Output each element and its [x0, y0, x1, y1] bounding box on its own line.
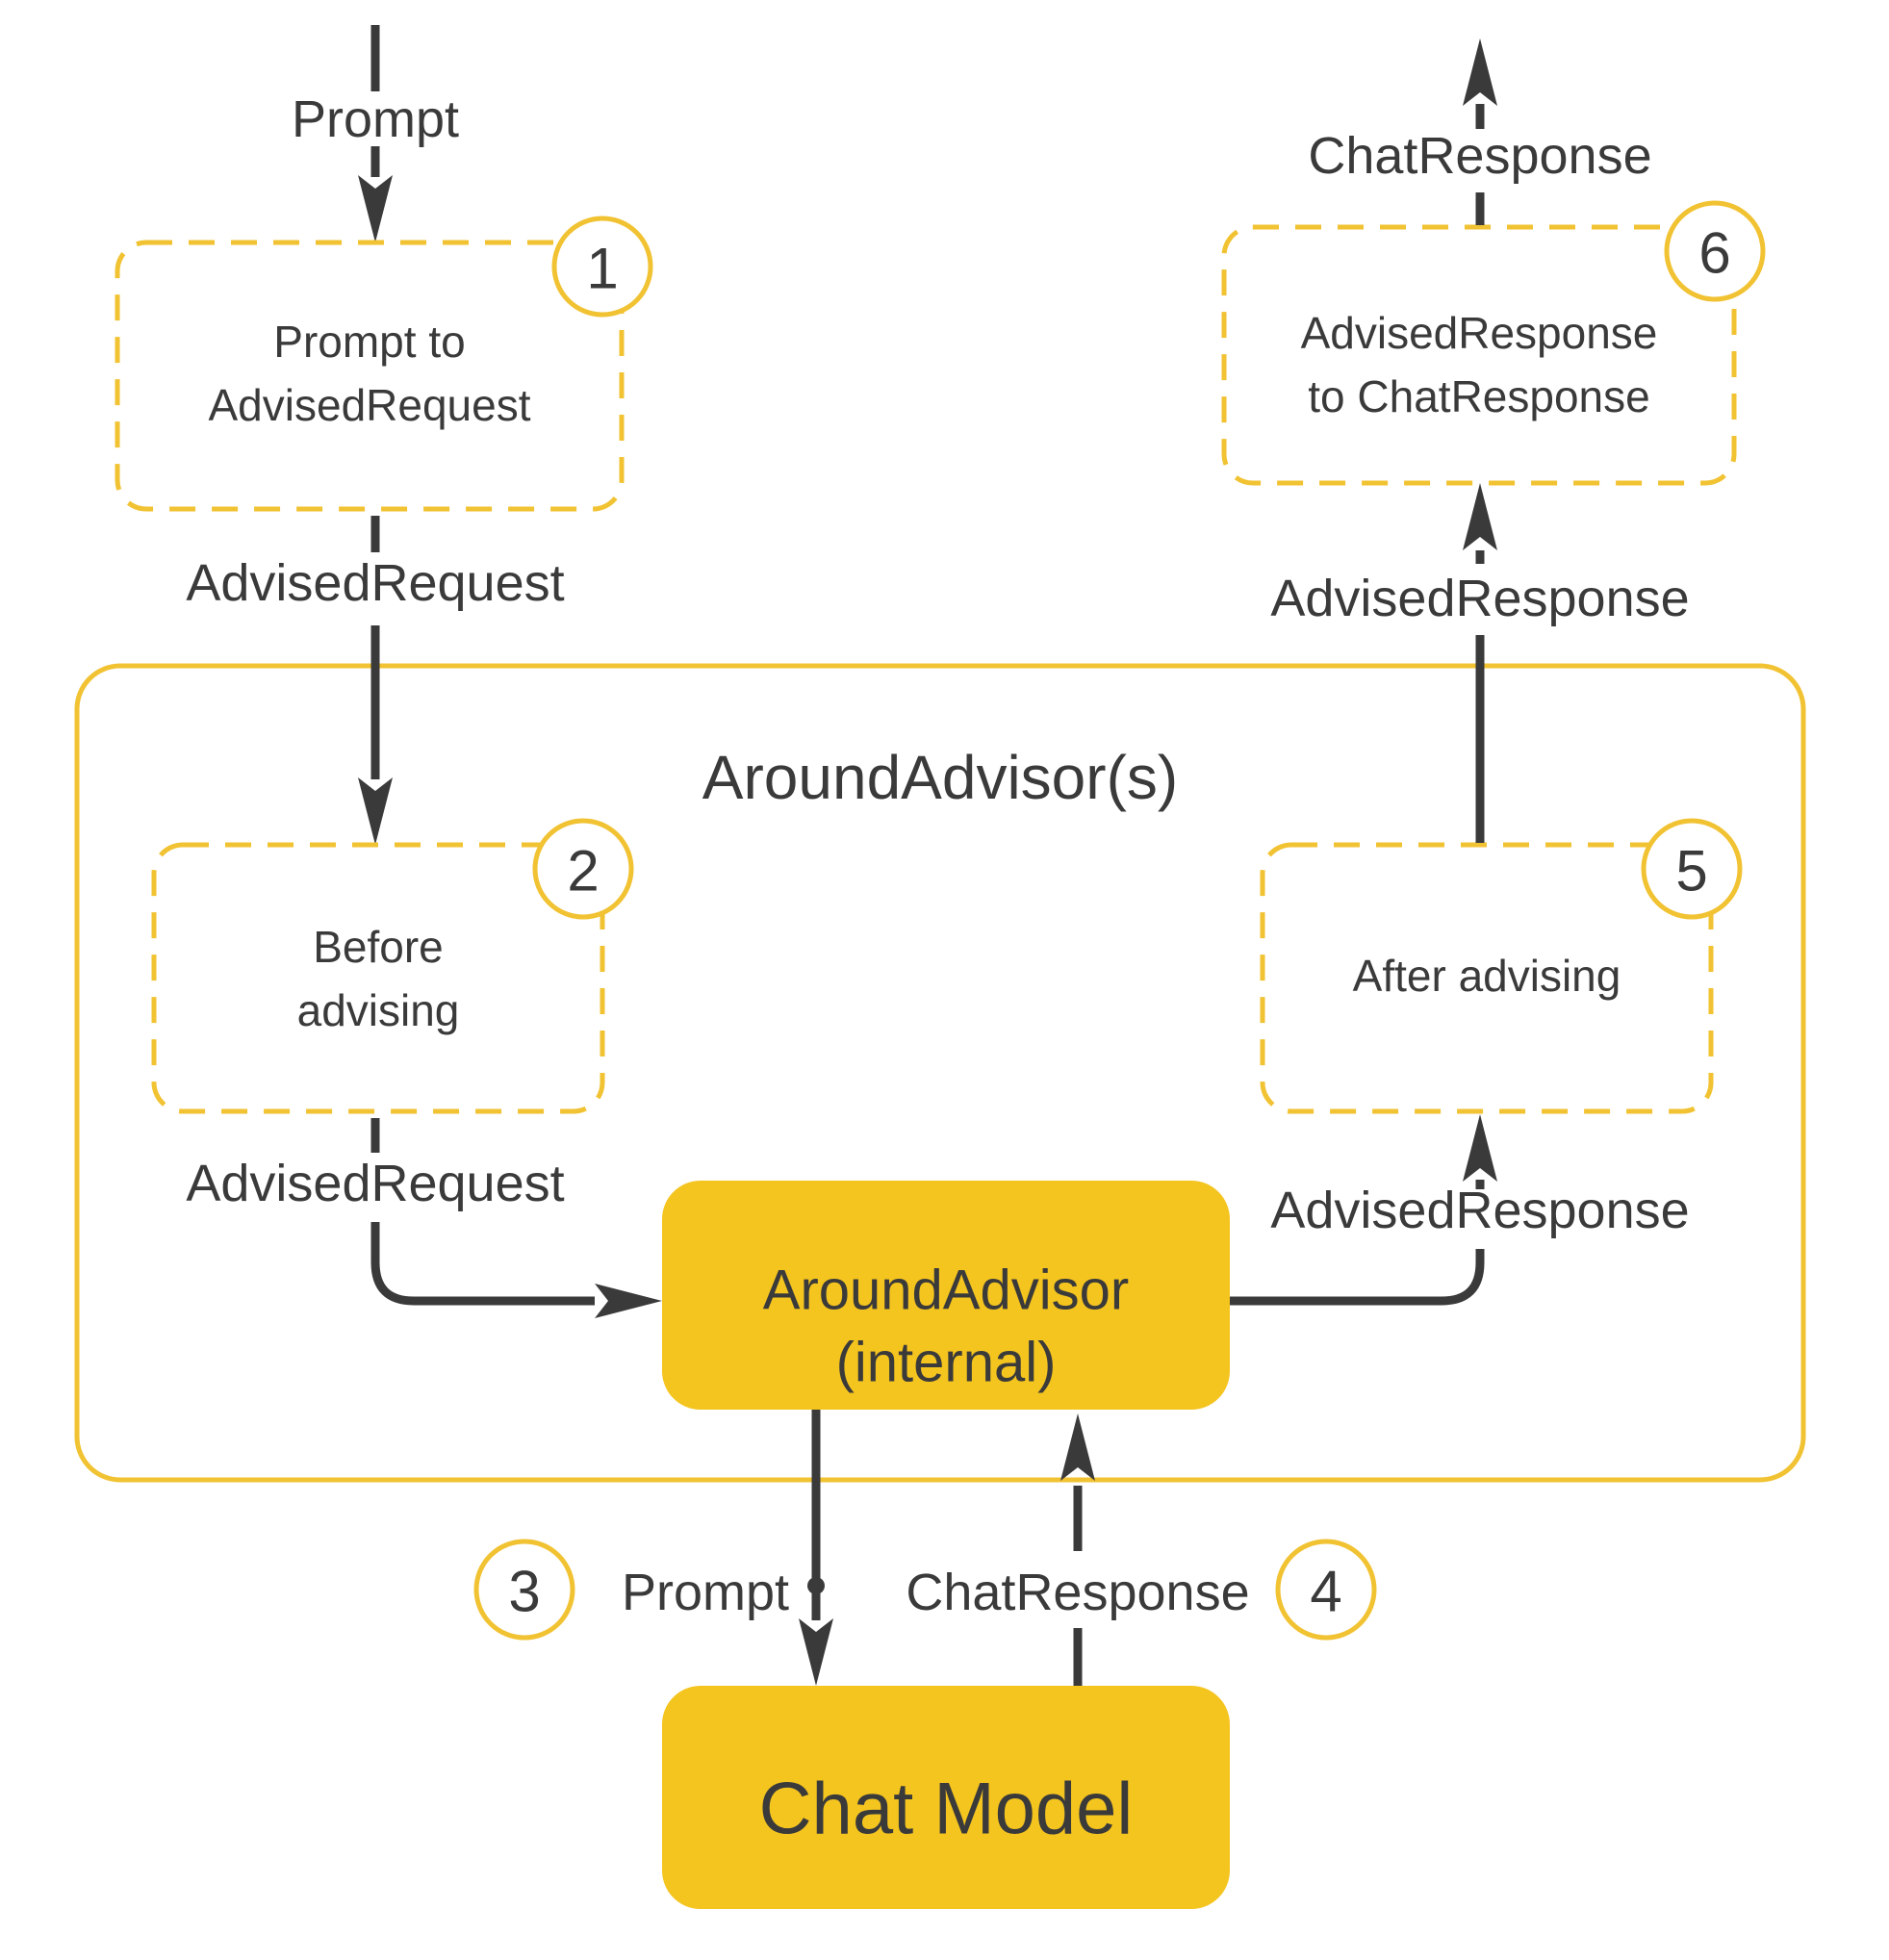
advised-response-outer-label: AdvisedResponse — [1270, 570, 1689, 627]
chat-model-box — [662, 1686, 1230, 1909]
chat-response-from-model-label: ChatResponse — [906, 1564, 1249, 1621]
advised-request-outer-arrowhead-down-icon — [358, 777, 393, 845]
step1-badge-number: 1 — [586, 237, 618, 301]
step3-badge-number: 3 — [508, 1560, 540, 1624]
step6-label-line1: AdvisedResponse — [1301, 308, 1658, 358]
prompt-to-model-arrowhead-down-icon — [799, 1618, 833, 1686]
advised-request-inner-label: AdvisedRequest — [186, 1155, 564, 1212]
step5-label-line1: After advising — [1353, 951, 1621, 1001]
step2-label-line1: Before — [313, 922, 444, 972]
step5-badge-circle — [1641, 818, 1743, 920]
advised-response-inner-arrowhead-up-icon — [1463, 1114, 1497, 1182]
prompt-to-model-label: Prompt — [622, 1564, 789, 1621]
prompt-in-label: Prompt — [292, 90, 459, 148]
step2-badge-circle — [532, 818, 634, 920]
step1-prompt-to-advisedrequest-box — [115, 240, 625, 512]
step2-label-line2: advising — [297, 985, 460, 1035]
step1-label-line1: Prompt to — [273, 317, 465, 367]
step1-label-line2: AdvisedRequest — [209, 380, 531, 430]
around-advisor-internal-box — [662, 1181, 1230, 1410]
advised-response-inner-elbow-line — [1230, 1249, 1485, 1306]
step6-badge-circle — [1664, 200, 1766, 302]
prompt-in-arrowhead-down-icon — [358, 175, 393, 242]
step6-advisedresponse-to-chatresponse-box — [1221, 224, 1737, 486]
step5-after-advising-box — [1260, 842, 1714, 1114]
chat-response-out-label: ChatResponse — [1308, 127, 1651, 185]
step2-before-advising-box — [151, 842, 605, 1114]
around-advisor-internal-label-line2: (internal) — [836, 1332, 1057, 1394]
advised-request-inner-arrowhead-right-icon — [595, 1284, 662, 1318]
advised-request-inner-elbow-line — [370, 1222, 595, 1306]
step6-badge-number: 6 — [1698, 221, 1730, 286]
step3-badge-circle — [473, 1539, 575, 1641]
prompt-to-model-junction-dot — [807, 1577, 825, 1594]
chat-response-from-model-arrowhead-up-icon — [1060, 1413, 1095, 1481]
around-advisors-title: AroundAdvisor(s) — [702, 743, 1178, 812]
advised-response-inner-label: AdvisedResponse — [1270, 1182, 1689, 1239]
advised-response-outer-arrowhead-up-icon — [1463, 483, 1497, 550]
step5-badge-number: 5 — [1675, 839, 1707, 904]
step2-badge-number: 2 — [567, 839, 599, 904]
around-advisors-container — [74, 663, 1806, 1483]
step4-badge-number: 4 — [1310, 1560, 1341, 1624]
chat-response-out-arrowhead-up-icon — [1463, 38, 1497, 106]
step4-badge-circle — [1275, 1539, 1377, 1641]
around-advisor-internal-label-line1: AroundAdvisor — [763, 1260, 1129, 1322]
step6-label-line2: to ChatResponse — [1308, 371, 1649, 421]
step1-badge-circle — [551, 216, 653, 318]
advised-request-outer-label: AdvisedRequest — [186, 554, 564, 612]
chat-model-label: Chat Model — [759, 1769, 1134, 1850]
